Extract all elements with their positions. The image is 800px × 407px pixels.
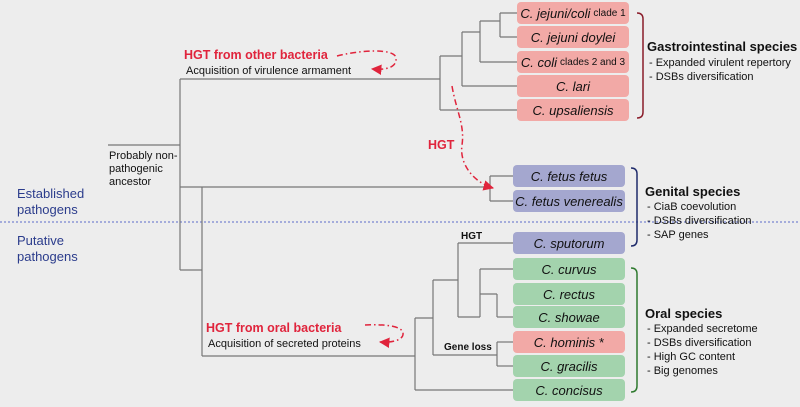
species-box: C. jejuni doylei (517, 26, 629, 48)
species-box: C. lari (517, 75, 629, 97)
established-label: Established pathogens (17, 186, 84, 218)
species-box: C. rectus (513, 283, 625, 305)
tree-branches (108, 12, 517, 391)
putative-label: Putative pathogens (17, 233, 78, 265)
oral-group-title: Oral species (645, 306, 723, 321)
oral-trait: - Expanded secretome (647, 323, 758, 335)
species-name: C. fetus fetus (530, 168, 608, 184)
gastro-group-title: Gastrointestinal species (647, 39, 798, 54)
species-name: C. upsaliensis (532, 102, 614, 118)
side-line: pathogens (17, 249, 78, 264)
gene-loss-label: Gene loss (444, 342, 492, 353)
genital-trait: - CiaB coevolution (647, 201, 737, 213)
species-suffix: clade 1 (593, 7, 626, 19)
species-box: C. gracilis (513, 355, 625, 377)
genital-group-title: Genital species (645, 184, 741, 199)
ancestor-line: ancestor (109, 176, 152, 188)
hgt-other-title: HGT from other bacteria (184, 48, 328, 62)
hgt-mid-arrow (451, 85, 495, 191)
species-name: C. lari (556, 78, 590, 94)
hgt-oral-title: HGT from oral bacteria (206, 321, 342, 335)
gastro-trait: - DSBs diversification (649, 71, 754, 83)
species-box: C. upsaliensis (517, 99, 629, 121)
ancestor-line: Probably non- (109, 150, 178, 162)
species-box: C. showae (513, 306, 625, 328)
species-name: C. rectus (542, 286, 595, 302)
oral-trait: - High GC content (647, 351, 736, 363)
species-box: C. curvus (513, 258, 625, 280)
species-name: C. coli (520, 54, 558, 70)
gastro-bracket (636, 12, 644, 119)
gastro-trait: - Expanded virulent repertory (649, 57, 791, 69)
ancestor-label: Probably non- pathogenic ancestor (109, 150, 178, 189)
oral-bracket (630, 267, 638, 393)
species-name: C. curvus (541, 261, 597, 277)
hgt-other-subtitle: Acquisition of virulence armament (186, 65, 352, 77)
side-line: Putative (17, 233, 64, 248)
gastro-group-list: - Expanded virulent repertory - DSBs div… (649, 56, 791, 84)
oral-trait: - DSBs diversification (647, 337, 752, 349)
species-name: C. concisus (535, 382, 603, 398)
genital-bracket (630, 167, 638, 247)
species-suffix: clades 2 and 3 (560, 56, 626, 68)
side-line: Established (17, 186, 85, 201)
species-name: C. sputorum (533, 235, 605, 251)
hgt-oral-arrow (364, 324, 404, 349)
genital-trait: - DSBs diversification (647, 215, 752, 227)
ancestor-line: pathogenic (109, 163, 163, 175)
hgt-small-label: HGT (461, 231, 483, 242)
side-line: pathogens (17, 202, 78, 217)
species-box: C. concisus (513, 379, 625, 401)
species-name: C. gracilis (540, 358, 598, 374)
species-box: C. fetus fetus (513, 165, 625, 187)
hgt-mid-label: HGT (428, 138, 455, 152)
species-box: C. sputorum (513, 232, 625, 254)
species-name: C. showae (538, 309, 600, 325)
species-box: C. fetus venerealis (513, 190, 625, 212)
species-name: C. jejuni/coli (520, 5, 591, 21)
species-asterisk: * (599, 334, 605, 350)
species-name: C. hominis (533, 334, 596, 350)
species-box: C. hominis* (513, 331, 625, 353)
hgt-oral-subtitle: Acquisition of secreted proteins (208, 338, 361, 350)
genital-trait: - SAP genes (647, 229, 709, 241)
genital-group-list: - CiaB coevolution - DSBs diversificatio… (647, 200, 752, 242)
oral-trait: - Big genomes (647, 365, 718, 377)
species-name: C. fetus venerealis (515, 193, 623, 209)
oral-group-list: - Expanded secretome - DSBs diversificat… (647, 322, 758, 378)
species-name: C. jejuni doylei (530, 29, 616, 45)
